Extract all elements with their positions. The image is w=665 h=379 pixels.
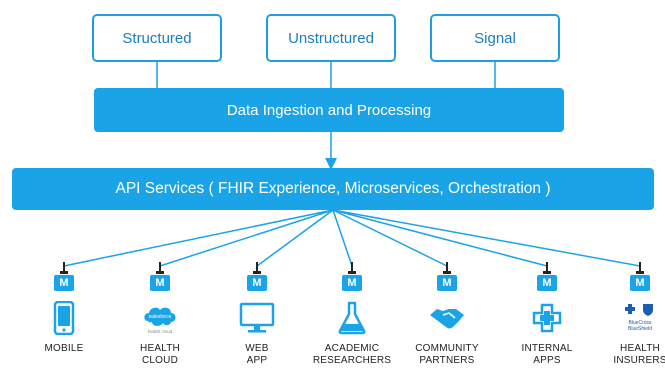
- monitor-icon: [237, 301, 277, 335]
- source-signal: Signal: [430, 14, 560, 62]
- consumer-mobile: M MOBILE: [14, 262, 114, 355]
- api-services-bar: API Services ( FHIR Experience, Microser…: [12, 168, 654, 210]
- flask-icon: [332, 301, 372, 335]
- fan-line-6: [332, 209, 641, 267]
- fan-line-3: [332, 209, 353, 267]
- salesforce-health-cloud-icon: salesforce health cloud: [140, 301, 180, 335]
- source-structured-label: Structured: [122, 29, 192, 47]
- data-ingestion-label: Data Ingestion and Processing: [226, 101, 432, 119]
- consumer-label: MOBILE: [44, 343, 84, 354]
- fan-line-2: [256, 209, 334, 267]
- fan-line-1: [159, 209, 334, 267]
- mulesoft-connector-icon: M: [630, 262, 650, 292]
- api-services-label: API Services ( FHIR Experience, Microser…: [115, 180, 551, 197]
- mulesoft-connector-icon: M: [54, 262, 74, 292]
- mobile-phone-icon: [44, 301, 84, 335]
- mulesoft-connector-icon: M: [150, 262, 170, 292]
- svg-text:BlueShield: BlueShield: [628, 326, 652, 332]
- svg-text:health cloud: health cloud: [148, 329, 173, 334]
- source-structured: Structured: [92, 14, 222, 62]
- fan-line-5: [332, 209, 548, 267]
- fan-line-0: [63, 209, 334, 267]
- mulesoft-connector-icon: M: [437, 262, 457, 292]
- data-ingestion-bar: Data Ingestion and Processing: [94, 88, 564, 132]
- source-unstructured-label: Unstructured: [288, 29, 374, 47]
- medical-cross-icon: [527, 301, 567, 335]
- fan-line-4: [332, 209, 448, 267]
- svg-text:BlueCross: BlueCross: [628, 320, 652, 326]
- handshake-icon: [427, 301, 467, 335]
- source-unstructured: Unstructured: [266, 14, 396, 62]
- mulesoft-connector-icon: M: [247, 262, 267, 292]
- bluecross-blueshield-icon: BlueCross BlueShield: [620, 301, 660, 335]
- mulesoft-connector-icon: M: [342, 262, 362, 292]
- source-signal-label: Signal: [474, 29, 516, 47]
- mulesoft-connector-icon: M: [537, 262, 557, 292]
- svg-text:salesforce: salesforce: [149, 314, 172, 320]
- api-fan-out-lines: [63, 209, 641, 267]
